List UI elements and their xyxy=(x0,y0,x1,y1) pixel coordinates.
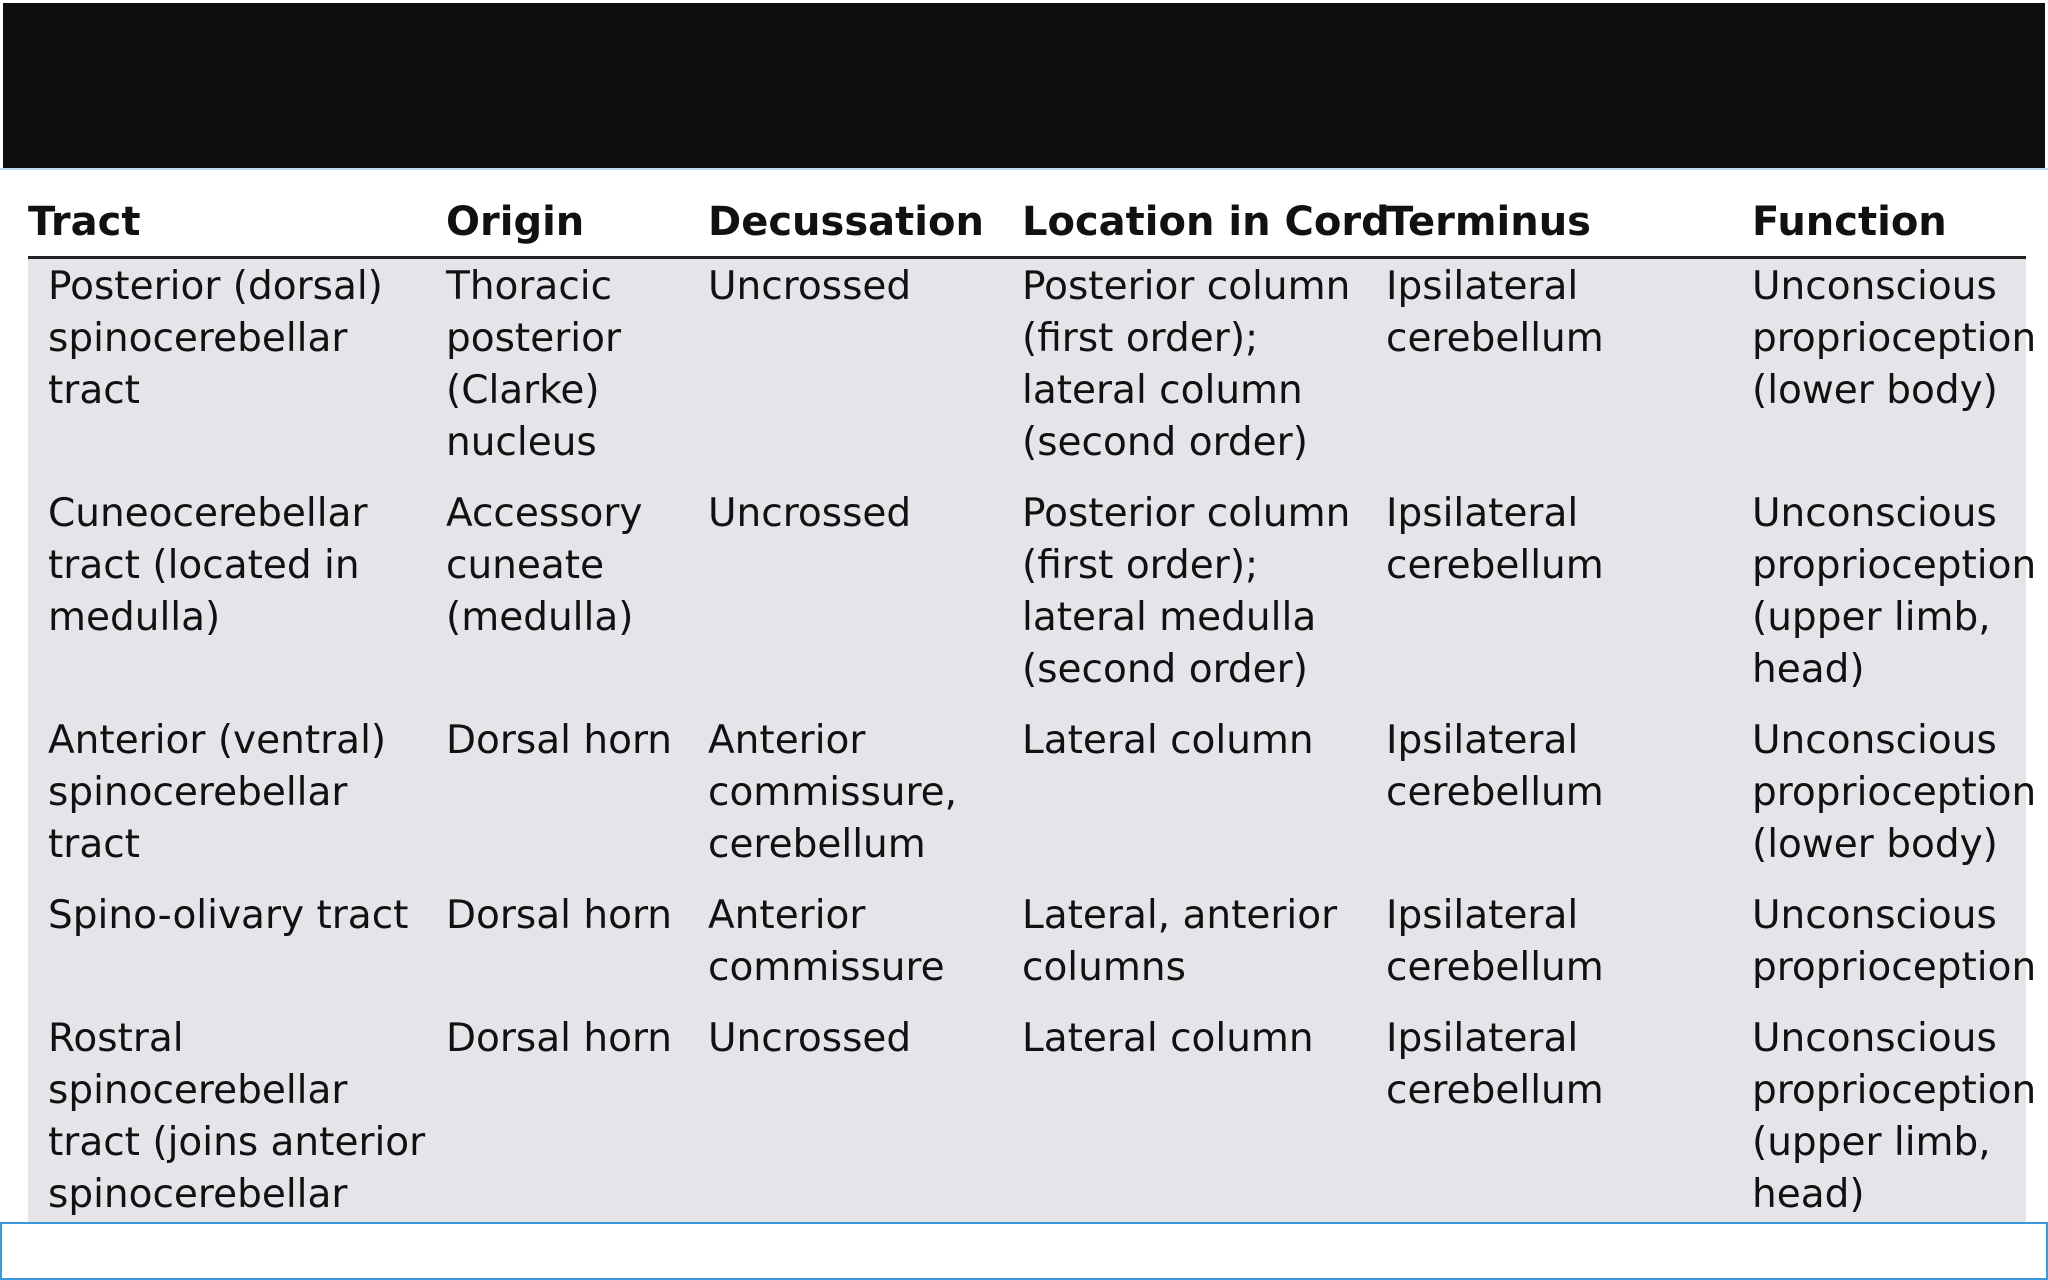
cell-tract: Cuneocerebellar tract (located in medull… xyxy=(48,491,368,640)
cell-tract: Posterior (dorsal) spinocerebellar tract xyxy=(48,264,383,413)
banner-divider xyxy=(0,168,2048,170)
spinocerebellar-tracts-table: Tract Origin Decussation Location in Cor… xyxy=(28,192,2037,1280)
cell-location: Lateral column xyxy=(1022,718,1314,763)
cell-terminus: Ipsilateral cerebellum xyxy=(1386,264,1604,361)
cell-decussation: Anterior commissure xyxy=(708,893,945,990)
cell-tract: Anterior (ventral) spinocerebellar tract xyxy=(48,718,387,867)
cell-function: Unconscious proprioception (upper limb, … xyxy=(1752,491,2037,692)
cell-origin: Accessory cuneate (medulla) xyxy=(446,491,643,640)
table-header-row: Tract Origin Decussation Location in Cor… xyxy=(28,192,2026,259)
cell-terminus: Ipsilateral cerebellum xyxy=(1386,1016,1604,1113)
title-banner xyxy=(3,3,2045,168)
header-function: Function xyxy=(1752,199,1947,245)
cell-decussation: Uncrossed xyxy=(708,491,912,536)
cell-tract: Spino-olivary tract xyxy=(48,893,409,938)
cell-origin: Dorsal horn xyxy=(446,1016,673,1061)
header-tract: Tract xyxy=(28,199,141,245)
cell-location: Lateral, anterior columns xyxy=(1022,893,1338,990)
cell-decussation: Uncrossed xyxy=(708,1016,912,1061)
cell-location: Posterior column (first order); lateral … xyxy=(1022,491,1351,692)
cell-function: Unconscious proprioception (lower body) xyxy=(1752,264,2037,413)
cell-function: Unconscious proprioception (lower body) xyxy=(1752,718,2037,867)
cell-function: Unconscious proprioception (upper limb, … xyxy=(1752,1016,2037,1217)
header-location-in-cord: Location in Cord xyxy=(1022,199,1390,245)
cell-origin: Dorsal horn xyxy=(446,893,673,938)
cell-decussation: Uncrossed xyxy=(708,264,912,309)
cell-location: Lateral column xyxy=(1022,1016,1314,1061)
cell-location: Posterior column (first order); lateral … xyxy=(1022,264,1351,465)
cell-origin: Dorsal horn xyxy=(446,718,673,763)
table-body: Posterior (dorsal) spinocerebellar tract… xyxy=(28,259,2037,1280)
cell-terminus: Ipsilateral cerebellum xyxy=(1386,718,1604,815)
bottom-empty-box xyxy=(0,1222,2048,1280)
header-origin: Origin xyxy=(446,199,585,245)
cell-terminus: Ipsilateral cerebellum xyxy=(1386,491,1604,588)
header-decussation: Decussation xyxy=(708,199,984,245)
cell-terminus: Ipsilateral cerebellum xyxy=(1386,893,1604,990)
cell-origin: Thoracic posterior (Clarke) nucleus xyxy=(446,264,621,465)
header-terminus: Terminus xyxy=(1386,199,1591,245)
cell-function: Unconscious proprioception xyxy=(1752,893,2037,990)
cell-decussation: Anterior commissure, cerebellum xyxy=(708,718,958,867)
